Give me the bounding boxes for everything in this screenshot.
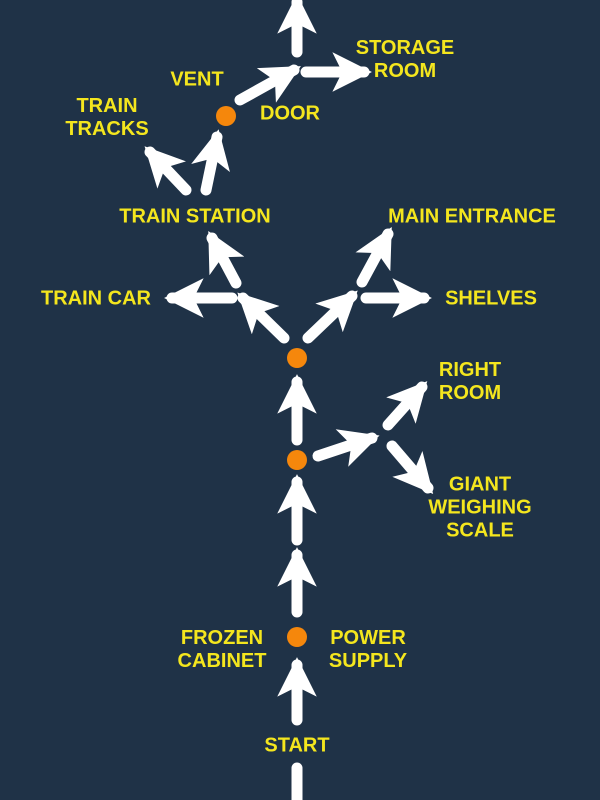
label-vent: VENT (170, 68, 224, 91)
junction-node (287, 348, 307, 368)
arrow (382, 381, 428, 431)
junction-node (287, 627, 307, 647)
arrow (312, 429, 380, 467)
arrow (191, 129, 230, 196)
arrow (302, 290, 358, 344)
arrow (237, 292, 290, 344)
label-start: START (264, 734, 330, 757)
label-door: DOOR (260, 102, 320, 125)
arrow (234, 64, 301, 106)
label-train-car: TRAIN CAR (41, 287, 151, 310)
arrow (144, 146, 192, 196)
label-main-entrance: MAIN ENTRANCE (388, 205, 556, 228)
junction-node (216, 106, 236, 126)
arrow (355, 227, 394, 288)
junction-node (287, 450, 307, 470)
label-train-station: TRAIN STATION (119, 205, 271, 228)
label-shelves: SHELVES (445, 287, 537, 310)
arrow (386, 440, 434, 495)
arrow (206, 231, 245, 289)
